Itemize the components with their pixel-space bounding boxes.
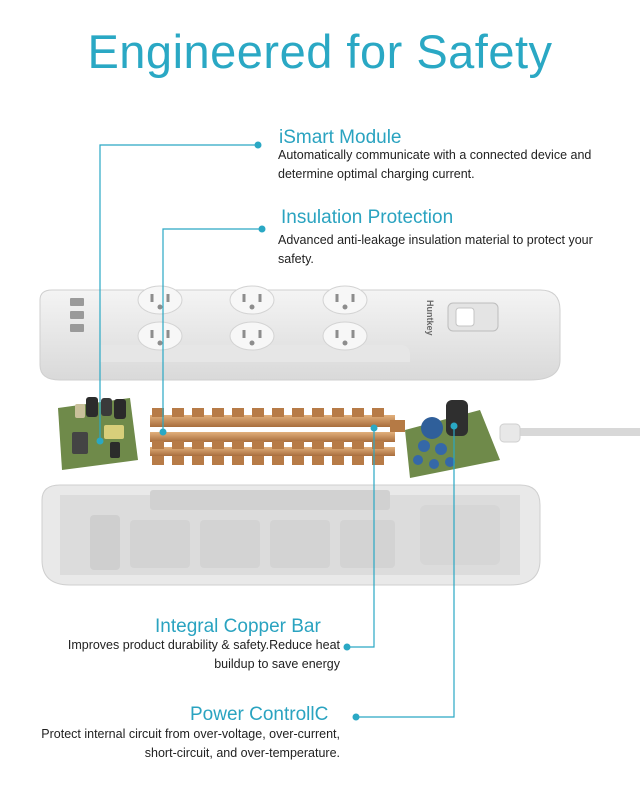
feature-description-power-control: Protect internal circuit from over-volta… [41, 727, 340, 760]
feature-heading-ismart-module: iSmart Module [279, 127, 402, 148]
usb-circuit-board [58, 397, 138, 470]
feature-heading-integral-copper-bar: Integral Copper Bar [155, 616, 321, 637]
outlets [137, 285, 368, 351]
outlet-face-2 [229, 285, 275, 315]
copper-bar-assembly [150, 408, 405, 465]
brand-logo-huntkey: Huntkey [425, 300, 435, 336]
feature-heading-insulation-protection: Insulation Protection [281, 207, 454, 228]
feature-heading-power-control: Power ControllC [190, 704, 329, 725]
outlet-face-3 [322, 285, 368, 315]
outlet-face-5 [229, 321, 275, 351]
callout-lines [99, 144, 455, 718]
callout-dots [96, 141, 458, 721]
outlet-face-4 [137, 321, 183, 351]
bottom-housing [41, 484, 541, 586]
feature-description-integral-copper-bar: Improves product durability & safety.Red… [67, 638, 340, 671]
outlet-face-1 [137, 285, 183, 315]
page-title: Engineered for Safety [87, 25, 553, 78]
feature-description-insulation-protection: Advanced anti-leakage insulation materia… [278, 233, 593, 266]
outlet-face-6 [322, 321, 368, 351]
svg-text:Huntkey: Huntkey [425, 300, 435, 336]
power-control-board [405, 400, 500, 478]
feature-description-ismart-module: Automatically communicate with a connect… [278, 148, 592, 181]
